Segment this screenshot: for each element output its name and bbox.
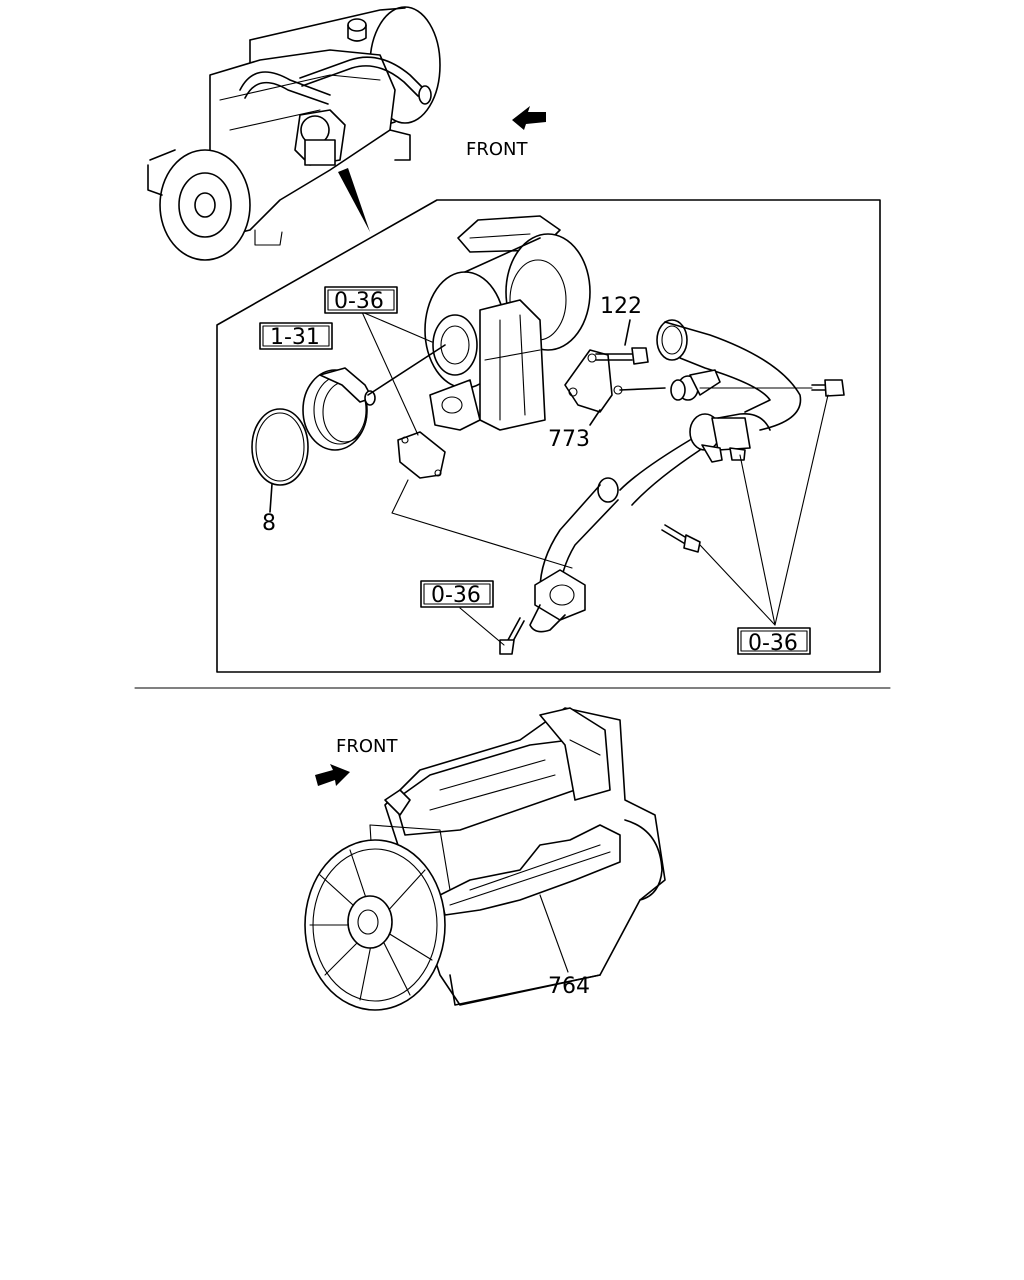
svg-text:1-31: 1-31	[270, 325, 320, 350]
o-ring	[251, 408, 309, 513]
oil-pipe	[529, 319, 802, 633]
part-number-122: 122	[600, 294, 642, 319]
gasket	[397, 431, 446, 479]
part-number-764: 764	[548, 974, 590, 999]
ref-box-036-c: 0-36	[737, 627, 811, 656]
turbocharger	[424, 215, 591, 431]
engine-overview-top	[147, 6, 441, 261]
front-label-top: FRONT	[466, 139, 528, 160]
front-label-bottom: FRONT	[336, 736, 398, 757]
front-arrow-top: FRONT	[466, 106, 546, 160]
svg-text:0-36: 0-36	[431, 583, 481, 608]
svg-text:0-36: 0-36	[748, 631, 798, 656]
ref-box-131: 1-31	[259, 322, 333, 350]
ref-box-036-b: 0-36	[420, 580, 494, 608]
bracket-773	[564, 349, 666, 426]
part-number-8: 8	[262, 511, 276, 536]
v-band-clamp	[302, 344, 446, 451]
part-number-773: 773	[548, 427, 590, 452]
bolts-036	[499, 379, 845, 655]
svg-text:0-36: 0-36	[334, 289, 384, 314]
engine-overview-bottom	[304, 707, 666, 1011]
detail-frame	[216, 199, 881, 673]
front-arrow-bottom: FRONT	[315, 736, 398, 786]
ref-box-036-a: 0-36	[324, 286, 398, 314]
leader-lines	[361, 311, 829, 646]
bolt-122	[595, 319, 649, 365]
